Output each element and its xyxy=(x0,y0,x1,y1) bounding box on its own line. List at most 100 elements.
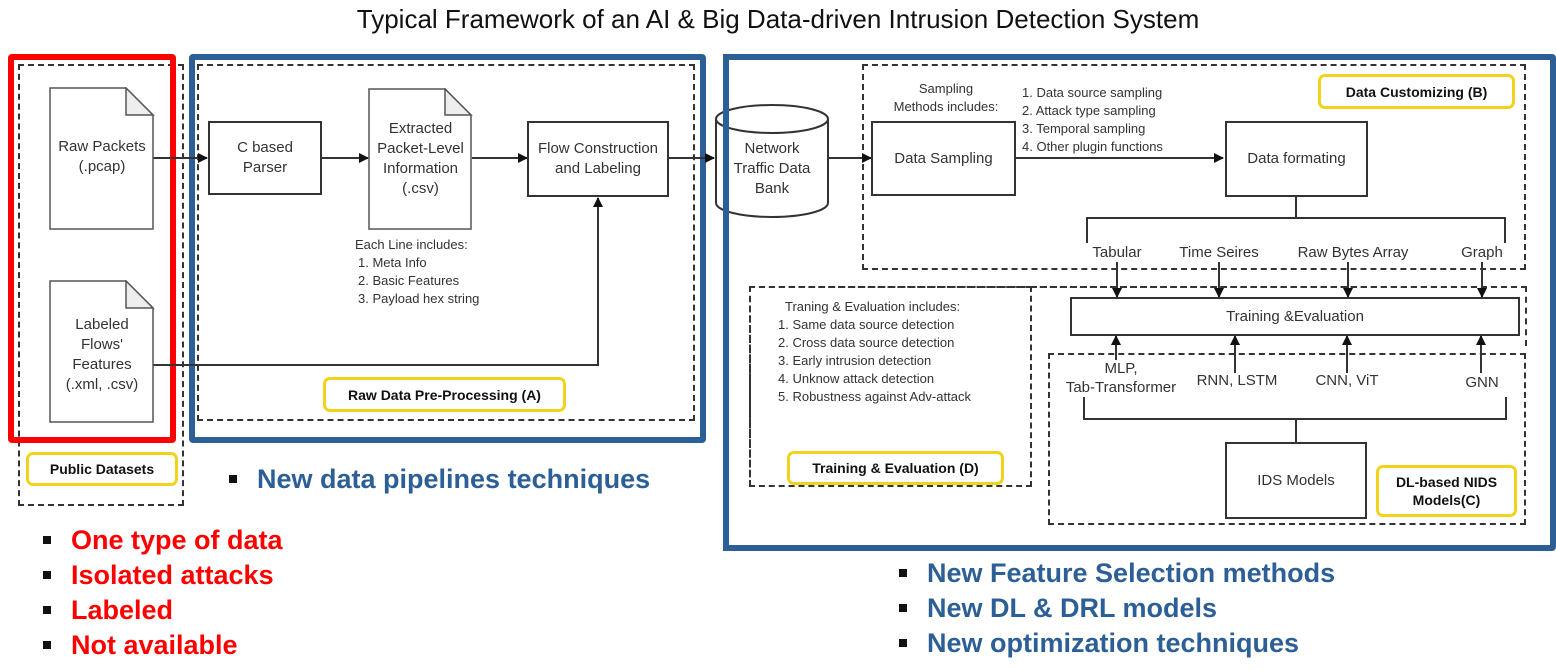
training-item: 4. Unknow attack detection xyxy=(778,371,935,386)
bullet-text: New DL & DRL models xyxy=(927,593,1218,623)
bullet-item: Not available xyxy=(43,628,283,663)
bullet-text: New data pipelines techniques xyxy=(257,464,651,494)
sampling-methods-list: 1. Data source sampling 2. Attack type s… xyxy=(1022,84,1212,156)
bullet-item: New DL & DRL models xyxy=(899,591,1335,626)
dl-models-label-line2: Models(C) xyxy=(1412,492,1481,508)
bullet-text: New optimization techniques xyxy=(927,628,1300,658)
extracted-line3: Information xyxy=(382,160,459,177)
model-cnn: CNN, ViT xyxy=(1315,372,1379,389)
bullet-square-icon xyxy=(43,571,51,579)
bullet-text: Isolated attacks xyxy=(71,560,274,590)
training-item: 3. Early intrusion detection xyxy=(778,353,932,368)
bullet-item: One type of data xyxy=(43,523,283,558)
bullet-square-icon xyxy=(43,536,51,544)
document-icon xyxy=(49,280,155,423)
format-graph: Graph xyxy=(1461,244,1503,261)
data-customizing-region xyxy=(862,64,1526,270)
pipelines-bullets: New data pipelines techniques xyxy=(229,462,650,497)
extracted-line4: (.csv) xyxy=(402,180,439,197)
c-parser-line1: C based xyxy=(237,139,293,156)
extracted-info-document: Extracted Packet-Level Information (.csv… xyxy=(368,88,473,230)
data-bank-cylinder: Network Traffic Data Bank xyxy=(714,103,830,220)
training-item: 2. Cross data source detection xyxy=(778,335,955,350)
format-time-series: Time Seires xyxy=(1179,244,1259,261)
training-evaluation-label: Training & Evaluation (D) xyxy=(787,451,1004,485)
model-mlp-line1: MLP, xyxy=(1104,360,1138,377)
bullet-text: One type of data xyxy=(71,525,283,555)
bullet-item: Labeled xyxy=(43,593,283,628)
labeled-flows-line2: Flows' xyxy=(80,336,124,353)
format-raw-bytes: Raw Bytes Array xyxy=(1297,244,1409,261)
diagram-title: Typical Framework of an AI & Big Data-dr… xyxy=(356,4,1200,34)
dataset-issues-bullets: One type of data Isolated attacks Labele… xyxy=(43,523,283,663)
sampling-method: 3. Temporal sampling xyxy=(1022,121,1146,136)
flow-line1: Flow Construction xyxy=(537,140,659,157)
each-line-item: 1. Meta Info xyxy=(358,255,427,270)
model-mlp: MLP, Tab-Transformer xyxy=(1056,359,1186,397)
training-includes-list: Traning & Evaluation includes: 1. Same d… xyxy=(778,298,1018,406)
training-evaluation-region-right xyxy=(1031,286,1527,346)
data-bank-line3: Bank xyxy=(754,180,790,197)
data-bank-line1: Network xyxy=(744,140,800,157)
extracted-line2: Packet-Level xyxy=(377,140,464,157)
model-rnn: RNN, LSTM xyxy=(1196,372,1278,389)
bullet-item: New Feature Selection methods xyxy=(899,556,1335,591)
sampling-method: 4. Other plugin functions xyxy=(1022,139,1163,154)
each-line-title: Each Line includes: xyxy=(355,237,468,252)
training-item: 5. Robustness against Adv-attack xyxy=(778,389,971,404)
each-line-includes: Each Line includes: 1. Meta Info 2. Basi… xyxy=(355,236,555,308)
model-mlp-line2: Tab-Transformer xyxy=(1065,379,1177,396)
training-evaluation-region-lower xyxy=(749,286,1032,487)
bullet-square-icon xyxy=(229,475,237,483)
bullet-square-icon xyxy=(43,641,51,649)
bullet-square-icon xyxy=(43,606,51,614)
flow-construction-box: Flow Construction and Labeling xyxy=(527,121,669,197)
data-customizing-label: Data Customizing (B) xyxy=(1318,74,1515,109)
ai-framework-frame-edge xyxy=(723,54,729,551)
raw-packets-document: Raw Packets (.pcap) xyxy=(49,87,155,230)
raw-packets-line2: (.pcap) xyxy=(78,158,126,175)
labeled-flows-document: Labeled Flows' Features (.xml, .csv) xyxy=(49,280,155,423)
training-includes-title: Traning & Evaluation includes: xyxy=(785,299,961,314)
bullet-square-icon xyxy=(899,604,907,612)
training-item: 1. Same data source detection xyxy=(778,317,955,332)
data-formatting-box: Data formating xyxy=(1225,121,1368,197)
each-line-item: 2. Basic Features xyxy=(358,273,460,288)
bullet-item: Isolated attacks xyxy=(43,558,283,593)
sampling-method: 2. Attack type sampling xyxy=(1022,103,1156,118)
model-gnn: GNN xyxy=(1465,374,1499,391)
bullet-text: New Feature Selection methods xyxy=(927,558,1336,588)
c-parser-line2: Parser xyxy=(242,159,288,176)
ids-models-box: IDS Models xyxy=(1225,442,1367,519)
database-icon xyxy=(715,104,829,218)
each-line-item: 3. Payload hex string xyxy=(358,291,480,306)
sampling-caption-line2: Methods includes: xyxy=(893,99,999,114)
format-tabular: Tabular xyxy=(1092,244,1142,261)
data-sampling-box: Data Sampling xyxy=(871,121,1016,196)
flow-line2: and Labeling xyxy=(555,160,641,177)
bullet-text: Not available xyxy=(71,630,238,660)
labeled-flows-line3: Features xyxy=(72,356,132,373)
extracted-line1: Extracted xyxy=(388,120,453,137)
raw-packets-line1: Raw Packets xyxy=(58,138,146,155)
model-research-bullets: New Feature Selection methods New DL & D… xyxy=(899,556,1335,661)
sampling-caption-line1: Sampling xyxy=(918,81,974,96)
dl-models-label: DL-based NIDS Models(C) xyxy=(1376,465,1517,517)
sampling-caption: Sampling Methods includes: xyxy=(878,80,1014,116)
document-icon xyxy=(368,88,473,230)
labeled-flows-line1: Labeled xyxy=(75,316,129,333)
public-datasets-label: Public Datasets xyxy=(26,452,178,486)
c-parser-box: C based Parser xyxy=(208,121,322,195)
labeled-flows-line4: (.xml, .csv) xyxy=(65,376,139,393)
preprocessing-label: Raw Data Pre-Processing (A) xyxy=(323,377,566,412)
document-icon xyxy=(49,87,155,230)
dl-models-label-line1: DL-based NIDS xyxy=(1395,474,1498,490)
sampling-method: 1. Data source sampling xyxy=(1022,85,1163,100)
bullet-item: New data pipelines techniques xyxy=(229,462,650,497)
data-bank-line2: Traffic Data xyxy=(733,160,811,177)
bullet-text: Labeled xyxy=(71,595,174,625)
bullet-square-icon xyxy=(899,569,907,577)
bullet-square-icon xyxy=(899,639,907,647)
bullet-item: New optimization techniques xyxy=(899,626,1335,661)
training-evaluation-box: Training &Evaluation xyxy=(1070,297,1520,336)
